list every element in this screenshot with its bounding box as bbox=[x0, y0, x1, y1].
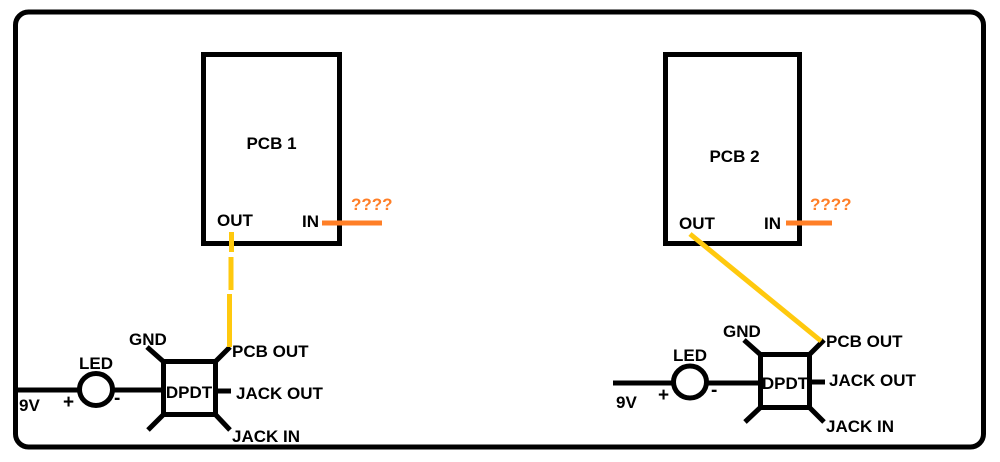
dpdt2-gnd-label: GND bbox=[723, 322, 761, 341]
led1-minus-sign: - bbox=[114, 388, 121, 409]
pcb2-title: PCB 2 bbox=[709, 147, 760, 166]
dpdt2-label: DPDT bbox=[761, 374, 809, 393]
circuit-2-wiring bbox=[613, 52, 832, 424]
led2-circle bbox=[671, 363, 709, 401]
pcb2-unknown-marks: ???? bbox=[810, 195, 852, 214]
enclosure-outline bbox=[13, 9, 986, 450]
signal-wire-2 bbox=[688, 232, 823, 343]
led1-plus-sign: + bbox=[63, 392, 75, 413]
led1-circle bbox=[77, 371, 115, 408]
dpdt1-jack-out-label: JACK OUT bbox=[236, 384, 323, 403]
led2-label: LED bbox=[673, 346, 707, 365]
dpdt1-jack-in-lead bbox=[212, 411, 232, 432]
dpdt2-jack-in-lead bbox=[806, 404, 826, 424]
pcb1-box bbox=[201, 52, 342, 246]
circuit-1-wiring bbox=[18, 52, 382, 432]
battery2-label: 9V bbox=[616, 393, 637, 412]
dpdt1-label: DPDT bbox=[165, 383, 213, 402]
pcb1-unknown-marks: ???? bbox=[351, 195, 393, 214]
dpdt2-pcb-out-lead bbox=[806, 338, 826, 358]
led1-label: LED bbox=[79, 354, 113, 373]
battery1-label: 9V bbox=[19, 396, 40, 415]
pcb2-out-pin-label: OUT bbox=[679, 214, 715, 233]
dpdt2-unused-lead bbox=[743, 404, 764, 424]
dpdt2-jack-in-label: JACK IN bbox=[826, 417, 895, 436]
dpdt1-jack-in-label: JACK IN bbox=[232, 427, 301, 446]
pcb2-box bbox=[663, 52, 802, 246]
dpdt2-gnd-lead bbox=[742, 338, 764, 358]
led2-minus-sign: - bbox=[711, 380, 718, 401]
dpdt2-pcb-out-label: PCB OUT bbox=[826, 332, 903, 351]
dpdt1-gnd-label: GND bbox=[129, 330, 167, 349]
pcb1-out-pin-label: OUT bbox=[217, 211, 253, 230]
dpdt1-gnd-lead bbox=[145, 345, 167, 365]
pcb1-in-pin-label: IN bbox=[302, 212, 319, 231]
dpdt1-pcb-out-label: PCB OUT bbox=[232, 342, 309, 361]
dpdt1-pcb-out-lead bbox=[212, 345, 232, 365]
led2-plus-sign: + bbox=[658, 385, 670, 406]
pcb2-in-pin-label: IN bbox=[764, 214, 781, 233]
dpdt2-jack-out-label: JACK OUT bbox=[829, 371, 916, 390]
pcb1-title: PCB 1 bbox=[246, 134, 297, 153]
dpdt1-unused-lead bbox=[146, 411, 167, 432]
